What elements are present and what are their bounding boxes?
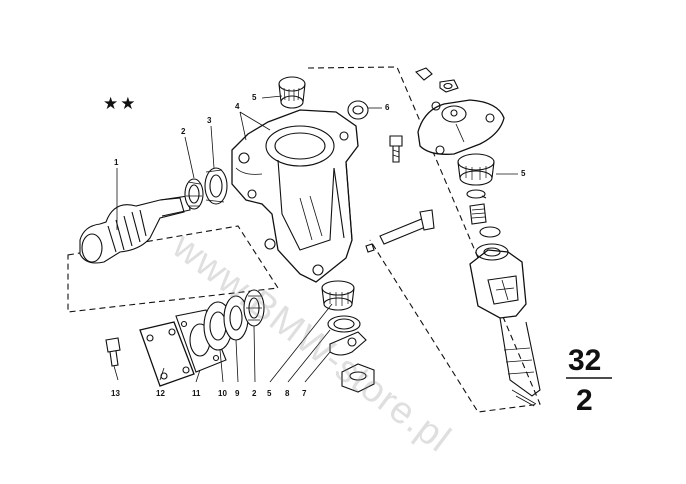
callout-3: 3 — [207, 116, 212, 125]
callout-12: 12 — [156, 389, 165, 398]
cover-plate-12 — [139, 321, 195, 387]
top-nuts — [415, 67, 459, 93]
callout-7: 7 — [302, 389, 307, 398]
dashed-assembly-outline-right — [307, 66, 541, 413]
callout-8: 8 — [285, 389, 290, 398]
callout-6: 6 — [385, 103, 390, 112]
steering-box-housing — [231, 109, 359, 283]
lock-tab-7 — [329, 331, 367, 356]
star-marker: ★★ — [103, 94, 138, 114]
needle-bearing-top — [278, 76, 306, 109]
section-number-top: 32 — [568, 344, 602, 377]
washer-small — [479, 226, 501, 238]
callout-2-bottom: 2 — [252, 389, 257, 398]
cover-bolt-13 — [105, 337, 121, 367]
callout-1: 1 — [114, 158, 119, 167]
callout-5-bottom: 5 — [267, 389, 272, 398]
callout-5-top: 5 — [252, 93, 257, 102]
adjuster-screw — [469, 203, 487, 225]
bearing-race-bottom — [243, 289, 265, 327]
sector-shaft — [469, 243, 541, 407]
callout-2-top: 2 — [181, 127, 186, 136]
seal-ring-8 — [327, 315, 361, 333]
callout-5-right: 5 — [521, 169, 526, 178]
callout-13: 13 — [111, 389, 120, 398]
needle-bearing-bottom — [321, 280, 355, 311]
oil-seal-6 — [347, 100, 369, 120]
callout-9: 9 — [235, 389, 240, 398]
seal-ring-top — [204, 167, 228, 205]
section-number-bottom: 2 — [576, 384, 593, 417]
needle-bearing-right — [457, 153, 495, 186]
callout-4: 4 — [235, 102, 240, 111]
circlip-small — [466, 189, 487, 199]
callout-11: 11 — [192, 389, 201, 398]
callout-10: 10 — [218, 389, 227, 398]
leader-lines — [113, 95, 518, 383]
cover-bolt — [389, 135, 403, 163]
side-cover-plate — [417, 99, 505, 155]
dashed-assembly-box-left — [67, 225, 279, 313]
nut-bottom — [341, 363, 375, 393]
bearing-race-top — [184, 178, 204, 210]
worm-shaft — [79, 195, 191, 264]
through-bolt — [365, 209, 435, 253]
